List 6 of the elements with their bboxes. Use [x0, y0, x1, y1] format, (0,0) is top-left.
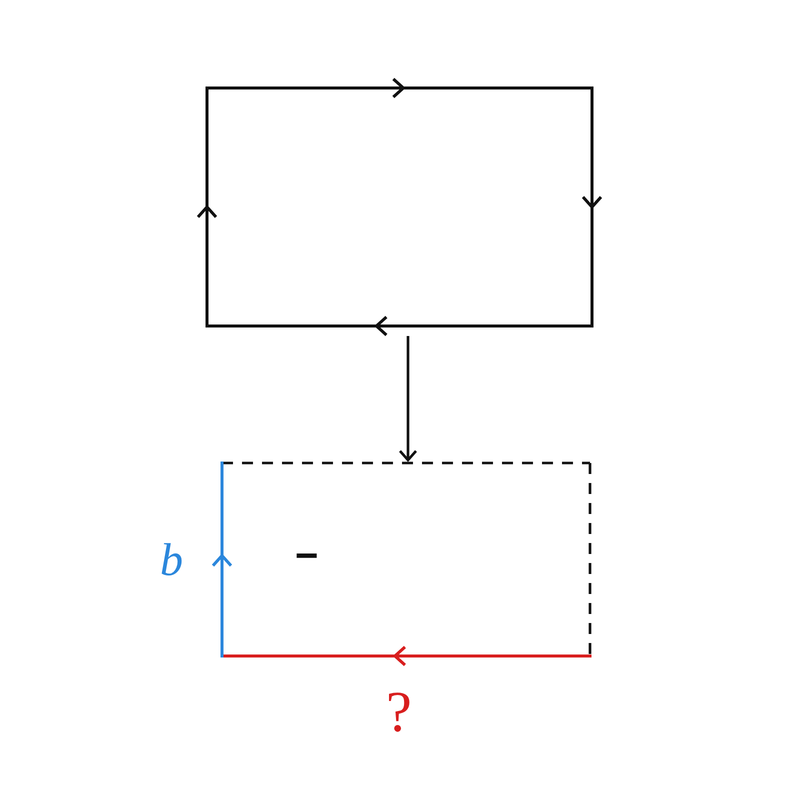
arrow: [398, 336, 418, 462]
dashed-rectangle: [212, 460, 593, 666]
side-label: b: [160, 537, 183, 583]
unknown-label: ?: [386, 683, 412, 741]
operator-sign: −: [295, 536, 318, 576]
loop-rectangle: [197, 78, 602, 336]
